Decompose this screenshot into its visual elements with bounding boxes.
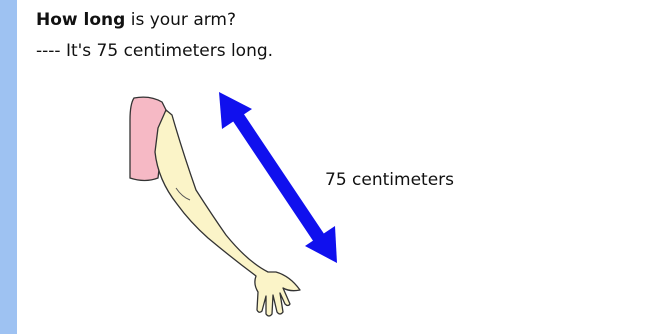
measurement-label: 75 centimeters xyxy=(325,170,454,190)
arm-shape xyxy=(155,110,300,316)
double-headed-arrow-icon xyxy=(219,92,337,263)
